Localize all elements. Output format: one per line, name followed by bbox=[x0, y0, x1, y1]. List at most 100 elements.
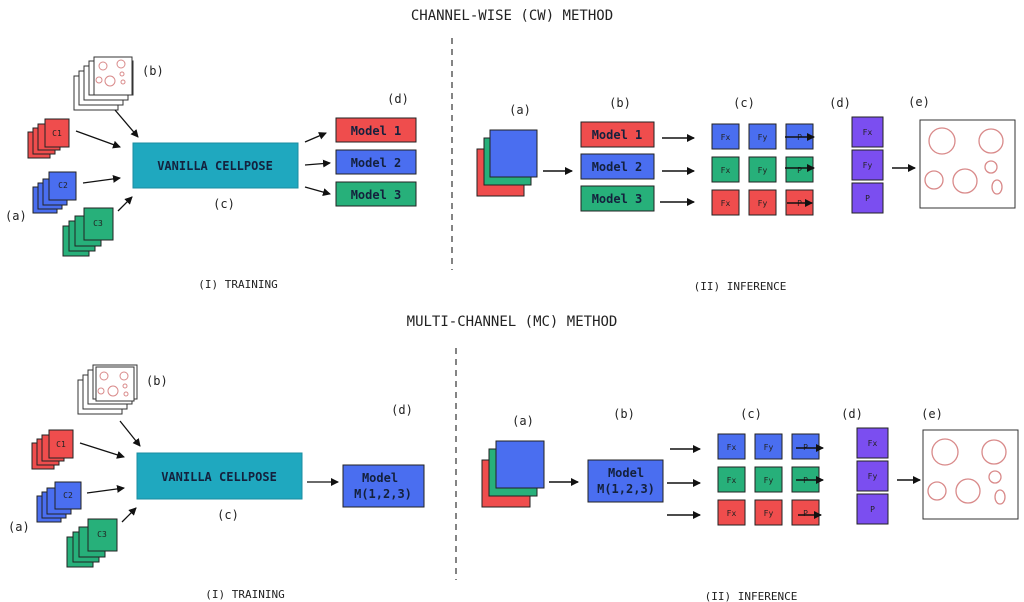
mc-inf-combined-fx bbox=[856, 427, 889, 459]
mc-channel-c1-stack: C1 bbox=[31, 429, 74, 470]
cw-arrow-c3 bbox=[117, 196, 133, 212]
cw-ground-truth-stack bbox=[73, 56, 134, 111]
cw-inf-segmentation-mask bbox=[919, 119, 1016, 209]
cw-inf-model-1 bbox=[580, 121, 655, 148]
mc-inf-output-r1-fy-label: Fy bbox=[764, 443, 774, 452]
mc-method-title: MULTI-CHANNEL (MC) METHOD bbox=[407, 314, 618, 330]
mc-inf-model bbox=[587, 459, 664, 503]
cw-vanilla-cellpose-label: VANILLA CELLPOSE bbox=[157, 159, 273, 173]
mc-inference: (a) (b) Model M(1,2,3) (c) FxFyPFxFyPFxF… bbox=[481, 407, 1019, 602]
mc-inf-output-r2-fx bbox=[717, 466, 746, 493]
cw-inf-combined-fy-label: Fy bbox=[863, 161, 873, 170]
mc-arrow-c3 bbox=[121, 507, 137, 523]
mc-inf-combined-fy-label: Fy bbox=[868, 472, 878, 481]
mc-inf-input-stack bbox=[481, 440, 545, 508]
mc-inf-label-a: (a) bbox=[512, 414, 534, 428]
cw-arrow-model2 bbox=[304, 159, 331, 168]
mc-train-model-line2: M(1,2,3) bbox=[354, 487, 412, 501]
mc-arrow-c1 bbox=[79, 442, 125, 459]
mc-inf-output-r1-fx-label: Fx bbox=[727, 443, 737, 452]
cw-inf-input-stack bbox=[476, 129, 538, 197]
mc-inf-output-r2-fy bbox=[754, 466, 783, 493]
mc-inf-output-r1-fx bbox=[717, 433, 746, 460]
mc-arrow-c2 bbox=[86, 484, 125, 494]
cw-inf-label-b: (b) bbox=[609, 96, 631, 110]
cw-inf-output-r3-fy bbox=[748, 189, 777, 216]
cw-train-label-b: (b) bbox=[142, 64, 164, 78]
mc-channel-c2-stack: C2 bbox=[36, 481, 82, 523]
cw-train-label-d: (d) bbox=[387, 92, 409, 106]
mc-inf-output-r2-fx-label: Fx bbox=[727, 476, 737, 485]
cw-inf-combined-fx bbox=[851, 116, 884, 148]
cw-inf-label-a: (a) bbox=[509, 103, 531, 117]
mc-training-caption: (I) TRAINING bbox=[205, 588, 284, 601]
cw-train-model-2 bbox=[335, 149, 417, 175]
cw-inf-output-r3-fx bbox=[711, 189, 740, 216]
mc-inf-output-r3-p-label: P bbox=[803, 509, 808, 518]
mc-inf-combined-fx-label: Fx bbox=[868, 439, 878, 448]
mc-inf-output-r1-p bbox=[791, 433, 820, 460]
cw-inf-model-3 bbox=[580, 185, 655, 212]
cw-channel-c1-stack: C1 bbox=[27, 118, 70, 159]
mc-inf-output-r3-fx bbox=[717, 499, 746, 526]
mc-train-model-line1: Model bbox=[362, 471, 398, 485]
mc-inf-model-line2: M(1,2,3) bbox=[597, 482, 655, 496]
cw-vanilla-cellpose-box bbox=[132, 142, 299, 189]
cw-inf-output-r1-fy bbox=[748, 123, 777, 150]
mc-inf-label-d: (d) bbox=[841, 407, 863, 421]
mc-channel-c1-label: C1 bbox=[56, 440, 66, 449]
cw-train-model-2-label: Model 2 bbox=[351, 156, 402, 170]
mc-ground-truth-stack bbox=[77, 364, 138, 415]
cw-arrow-model1 bbox=[304, 132, 327, 143]
cw-inf-label-c: (c) bbox=[733, 96, 755, 110]
cw-training: (b) C1 C2 (a) C3 bbox=[5, 56, 417, 291]
mc-inf-label-c: (c) bbox=[740, 407, 762, 421]
mc-channel-c2-label: C2 bbox=[63, 491, 73, 500]
cw-inf-combined-p bbox=[851, 182, 884, 214]
mc-train-label-a: (a) bbox=[8, 520, 30, 534]
cw-inf-combined-fy bbox=[851, 149, 884, 181]
mc-channel-c3-label: C3 bbox=[97, 530, 107, 539]
cw-inf-model-2-label: Model 2 bbox=[592, 160, 643, 174]
cw-inf-output-r2-fx bbox=[711, 156, 740, 183]
cw-channel-c2-stack: C2 bbox=[32, 171, 77, 214]
cw-channel-c1-label: C1 bbox=[52, 129, 62, 138]
cw-arrow-model3 bbox=[304, 186, 331, 196]
mc-inf-model-line1: Model bbox=[608, 466, 644, 480]
cw-train-label-a: (a) bbox=[5, 209, 27, 223]
cw-inf-model-2 bbox=[580, 153, 655, 180]
cw-arrow-c2 bbox=[82, 174, 121, 184]
mc-train-label-b: (b) bbox=[146, 374, 168, 388]
mc-inf-segmentation-mask bbox=[922, 429, 1019, 520]
mc-channel-c3-stack: C3 bbox=[66, 518, 118, 568]
cw-inf-output-r2-p-label: P bbox=[797, 166, 802, 175]
cw-training-caption: (I) TRAINING bbox=[198, 278, 277, 291]
cw-channel-c3-label: C3 bbox=[93, 219, 103, 228]
mc-inf-combined-fy bbox=[856, 460, 889, 492]
mc-vanilla-cellpose-box bbox=[136, 452, 303, 500]
mc-inf-label-b: (b) bbox=[613, 407, 635, 421]
mc-inf-combined-p bbox=[856, 493, 889, 525]
cw-train-model-1 bbox=[335, 117, 417, 143]
mc-inf-combined-p-label: P bbox=[870, 505, 875, 514]
cw-method-title: CHANNEL-WISE (CW) METHOD bbox=[411, 8, 613, 24]
mc-arrow-gt bbox=[119, 420, 141, 447]
mc-inf-label-e: (e) bbox=[921, 407, 943, 421]
cw-inf-output-r2-fy-label: Fy bbox=[758, 166, 768, 175]
mc-train-model bbox=[342, 464, 425, 508]
cw-inf-model-1-label: Model 1 bbox=[592, 128, 643, 142]
cw-inf-output-r2-fx-label: Fx bbox=[721, 166, 731, 175]
cw-inf-output-r1-fx-label: Fx bbox=[721, 133, 731, 142]
cw-train-model-1-label: Model 1 bbox=[351, 124, 402, 138]
mc-inf-output-r1-fy bbox=[754, 433, 783, 460]
mc-inference-caption: (II) INFERENCE bbox=[705, 590, 798, 602]
cw-inference-caption: (II) INFERENCE bbox=[694, 280, 787, 293]
mc-inf-output-r3-fy bbox=[754, 499, 783, 526]
cw-inf-output-r3-fx-label: Fx bbox=[721, 199, 731, 208]
cw-train-model-3 bbox=[335, 181, 417, 207]
cw-inf-model-3-label: Model 3 bbox=[592, 192, 643, 206]
mc-inf-output-r3-fy-label: Fy bbox=[764, 509, 774, 518]
